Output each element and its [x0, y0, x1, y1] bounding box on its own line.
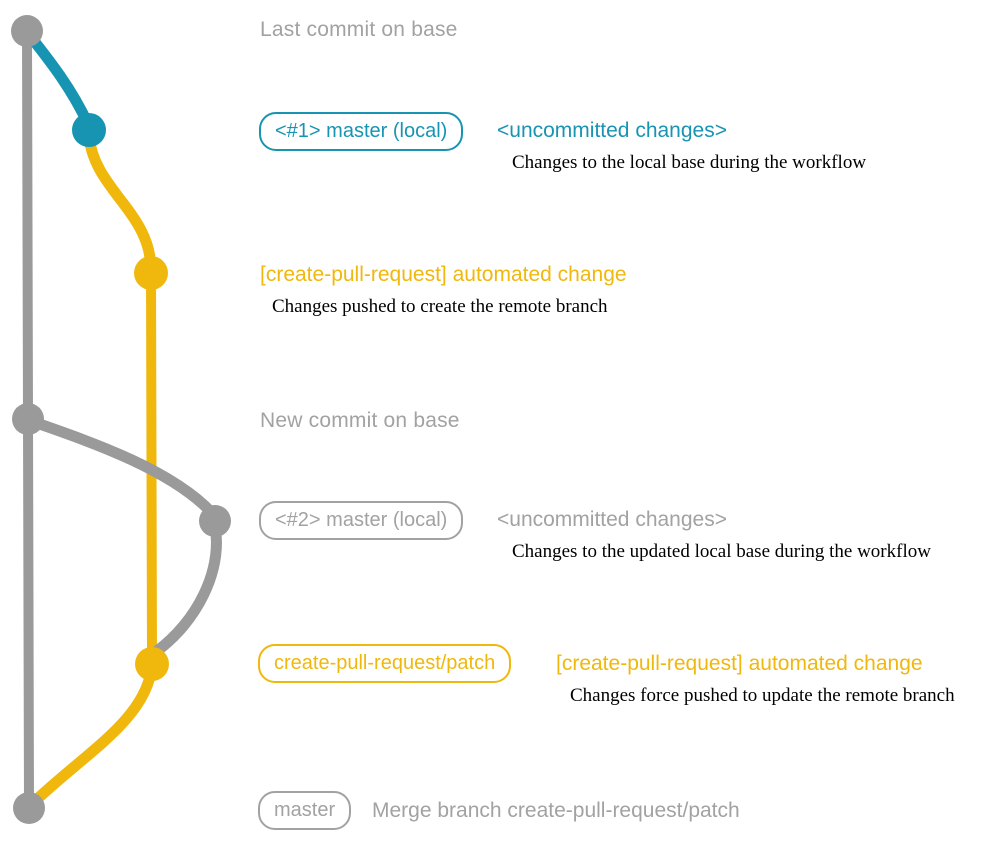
branch-label-master-local-2: <#2> master (local)	[259, 501, 464, 540]
new-commit-heading: New commit on base	[260, 409, 460, 432]
master-local-2-commit-dot	[199, 505, 231, 537]
automated-change-1-commit-dot	[134, 256, 168, 290]
local-changes-curve	[21, 26, 94, 130]
branch-label-create-pull-request-patch: create-pull-request/patch	[258, 644, 512, 683]
new-commit-on-base-dot	[12, 403, 44, 435]
automated-change-2-commit-dot	[135, 647, 169, 681]
uncommitted-changes-tag-1: <uncommitted changes>	[497, 119, 727, 142]
uncommitted-changes-tag-2: <uncommitted changes>	[497, 508, 727, 531]
automated-change-2-title: [create-pull-request] automated change	[556, 652, 923, 675]
merge-commit-dot	[13, 792, 45, 824]
uncommitted-changes-1-description: Changes to the local base during the wor…	[512, 152, 867, 173]
branch-creation-curve	[83, 130, 157, 276]
automated-change-1-description: Changes pushed to create the remote bran…	[272, 296, 608, 317]
branch-label-master: master	[258, 791, 352, 830]
last-commit-on-base-dot	[11, 15, 43, 47]
last-commit-heading: Last commit on base	[260, 18, 458, 41]
automated-change-2-description: Changes force pushed to update the remot…	[570, 685, 955, 706]
uncommitted-changes-2-description: Changes to the updated local base during…	[512, 541, 931, 562]
branch-label-master-local-1: <#1> master (local)	[259, 112, 464, 151]
base-update-curve	[22, 414, 218, 519]
master-local-1-commit-dot	[72, 113, 106, 147]
rebase-curve	[151, 519, 222, 657]
automated-change-1-title: [create-pull-request] automated change	[260, 263, 627, 286]
merge-description: Merge branch create-pull-request/patch	[372, 799, 740, 822]
merge-curve	[27, 660, 158, 809]
